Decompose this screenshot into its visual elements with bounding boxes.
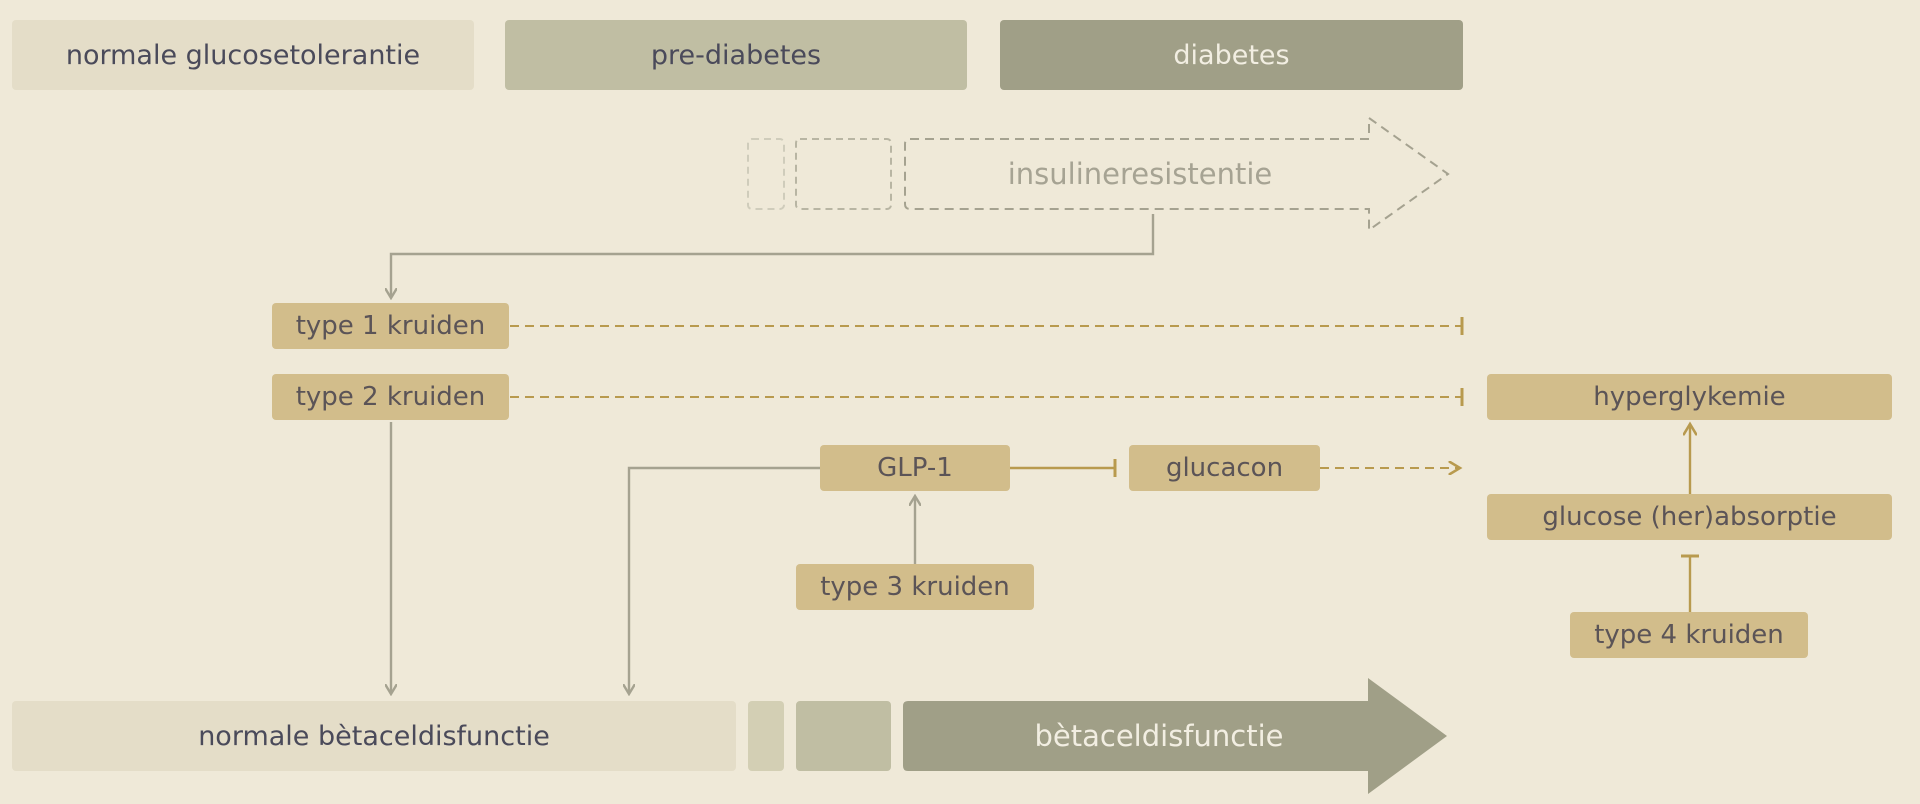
insulin-faded-box-1	[747, 138, 785, 210]
phase-pre-diabetes: pre-diabetes	[505, 20, 967, 90]
beta-cell-arrow-shape	[903, 678, 1447, 794]
type3-herbs-box: type 3 kruiden	[796, 564, 1034, 610]
beta-small-box-1	[748, 701, 784, 771]
phase-diabetes: diabetes	[1000, 20, 1463, 90]
glucagon-box: glucacon	[1129, 445, 1320, 491]
type1-herbs-box: type 1 kruiden	[272, 303, 509, 349]
type4-herbs-box: type 4 kruiden	[1570, 612, 1808, 658]
insulin-resistance-label: insulineresistentie	[1007, 157, 1273, 191]
beta-cell-dysfunction-label: bètaceldisfunctie	[1034, 719, 1284, 753]
phase-normal-glucose-tolerance: normale glucosetolerantie	[12, 20, 474, 90]
beta-small-box-2	[796, 701, 891, 771]
normal-beta-cell-dysfunction-box: normale bètaceldisfunctie	[12, 701, 736, 771]
glucose-absorption-box: glucose (her)absorptie	[1487, 494, 1892, 540]
hyperglycemia-box: hyperglykemie	[1487, 374, 1892, 420]
glp1-box: GLP-1	[820, 445, 1010, 491]
connector-glp1-to-beta	[629, 466, 820, 694]
insulin-faded-box-2	[795, 138, 892, 210]
type2-herbs-box: type 2 kruiden	[272, 374, 509, 420]
connector-insulin-to-type1	[391, 214, 1155, 298]
insulin-resistance-arrow-outline	[904, 116, 1450, 232]
